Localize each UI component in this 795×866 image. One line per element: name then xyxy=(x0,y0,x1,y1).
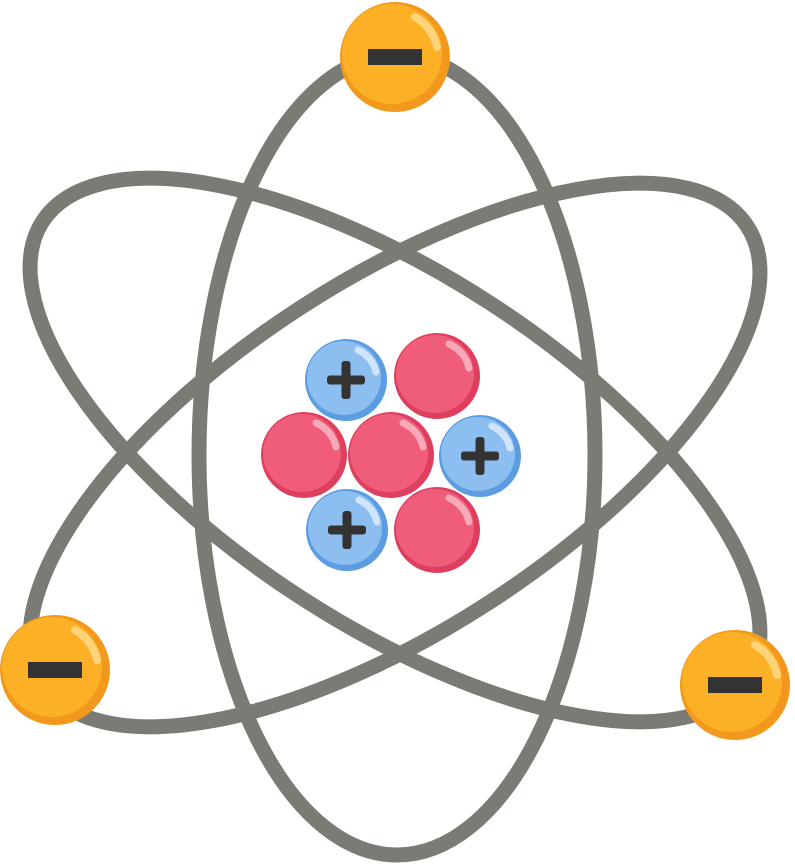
electron-top xyxy=(340,2,450,112)
neutron-left xyxy=(261,412,347,498)
proton-right xyxy=(439,415,521,497)
electron-left xyxy=(0,615,110,725)
neutron-center xyxy=(348,412,434,498)
neutron-top-right xyxy=(394,333,480,419)
proton-bottom-left xyxy=(306,489,388,571)
proton-top-left xyxy=(305,339,387,421)
electron-right xyxy=(680,630,790,740)
nucleus xyxy=(261,333,521,573)
neutron-bottom-right xyxy=(394,487,480,573)
